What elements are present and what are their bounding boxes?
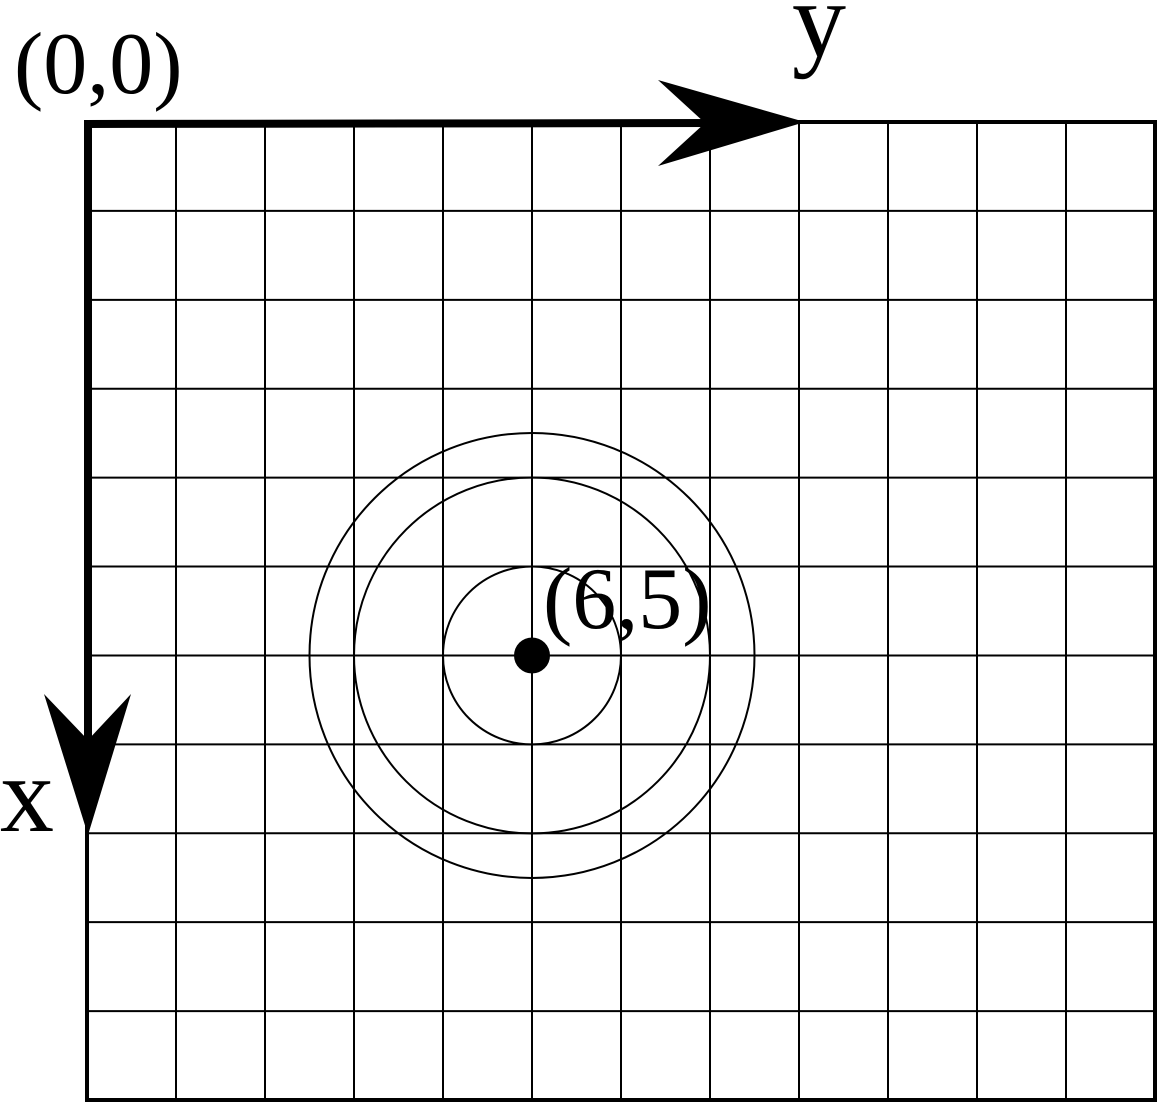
y-axis-arrowhead (658, 80, 805, 166)
center-point-label: (6,5) (543, 551, 712, 648)
y-axis-line (84, 119, 721, 128)
x-axis-label: x (0, 736, 54, 855)
circle-radius-3 (308, 431, 756, 879)
y-axis-label: y (792, 0, 846, 80)
concentric-circles (308, 431, 756, 879)
x-axis-arrowhead (44, 694, 131, 835)
circle-radius-1 (442, 565, 622, 746)
circle-radius-2 (353, 476, 711, 835)
center-point-dot (514, 637, 550, 674)
origin-label: (0,0) (14, 16, 183, 113)
